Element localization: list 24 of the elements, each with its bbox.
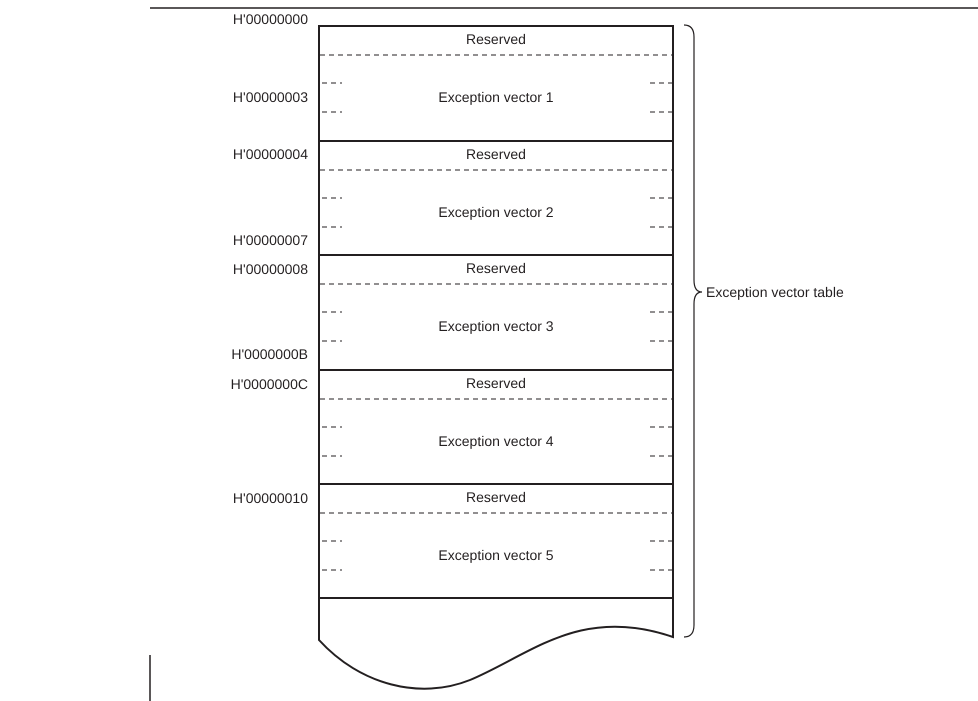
reserved-label: Reserved: [466, 31, 526, 47]
address-label: H'00000004: [232, 146, 308, 162]
vector-label: Exception vector 5: [438, 547, 554, 563]
memory-block: [318, 369, 674, 484]
reserved-label: Reserved: [466, 260, 526, 276]
reserved-label: Reserved: [466, 375, 526, 391]
vector-label: Exception vector 3: [438, 318, 554, 334]
vector-label: Exception vector 2: [438, 204, 554, 220]
address-label: H'00000007: [232, 232, 308, 248]
address-label: H'00000008: [232, 261, 308, 277]
memory-block: [318, 254, 674, 369]
address-label: H'0000000B: [230, 346, 308, 362]
memory-block: [318, 25, 674, 140]
memory-block: [318, 140, 674, 255]
address-label: H'00000000: [232, 11, 308, 27]
reserved-label: Reserved: [466, 489, 526, 505]
vector-label: Exception vector 1: [438, 89, 554, 105]
vector-label: Exception vector 4: [438, 433, 554, 449]
memory-block: [318, 483, 674, 598]
address-label: H'00000003: [232, 89, 308, 105]
address-label: H'00000010: [232, 490, 308, 506]
table-label: Exception vector table: [706, 284, 844, 300]
reserved-label: Reserved: [466, 146, 526, 162]
address-label: H'0000000C: [230, 376, 308, 392]
